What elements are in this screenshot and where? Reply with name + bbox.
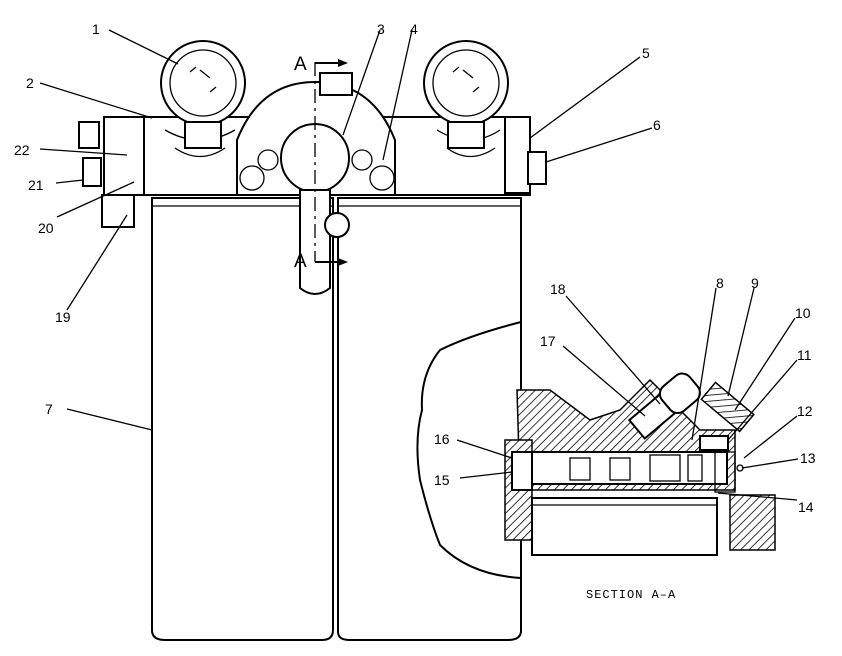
callout-2: 2 [26,75,34,91]
callout-14: 14 [798,499,814,515]
bolt-21 [82,157,102,187]
callout-3: 3 [377,21,385,37]
right-mount-block [504,116,531,194]
section-marker-bottom: A [294,251,307,272]
fitting-9-10 [700,381,755,433]
drain-stem [299,189,331,295]
leader-lines [39,29,799,501]
pressure-gauge-left [160,40,246,149]
section-a-a-view [416,321,776,579]
callout-13: 13 [800,450,816,466]
end-plug-15-16 [511,451,533,491]
callout-20: 20 [38,220,54,236]
callout-21: 21 [28,177,44,193]
callout-10: 10 [795,305,811,321]
filter-canisters [151,197,522,641]
callout-17: 17 [540,333,556,349]
left-filter-canister [151,197,334,641]
right-filter-canister [337,197,522,641]
callout-5: 5 [642,45,650,61]
callout-9: 9 [751,275,759,291]
section-a-a-caption: SECTION A–A [586,588,676,602]
pressure-gauge-right [423,40,509,149]
left-mount-block [103,116,145,196]
callout-11: 11 [797,347,812,363]
bolt-22 [78,121,100,149]
callout-4: 4 [410,21,418,37]
callout-22: 22 [14,142,30,158]
spring-11 [699,435,729,451]
section-marker-top: A [294,54,307,75]
callout-labels: 1 2 3 4 5 6 7 8 9 10 11 12 13 14 15 16 1… [14,21,816,515]
fitting-6 [527,151,547,185]
bracket-19 [101,194,135,228]
callout-18: 18 [550,281,566,297]
section-line-a-a: A A [294,54,348,272]
callout-12: 12 [797,403,813,419]
callout-15: 15 [434,472,450,488]
callout-1: 1 [92,21,100,37]
callout-6: 6 [653,117,661,133]
callout-7: 7 [45,401,53,417]
filter-head [78,72,547,295]
callout-8: 8 [716,275,724,291]
bleed-valve-17-18 [627,372,701,440]
callout-19: 19 [55,309,71,325]
callout-16: 16 [434,431,450,447]
